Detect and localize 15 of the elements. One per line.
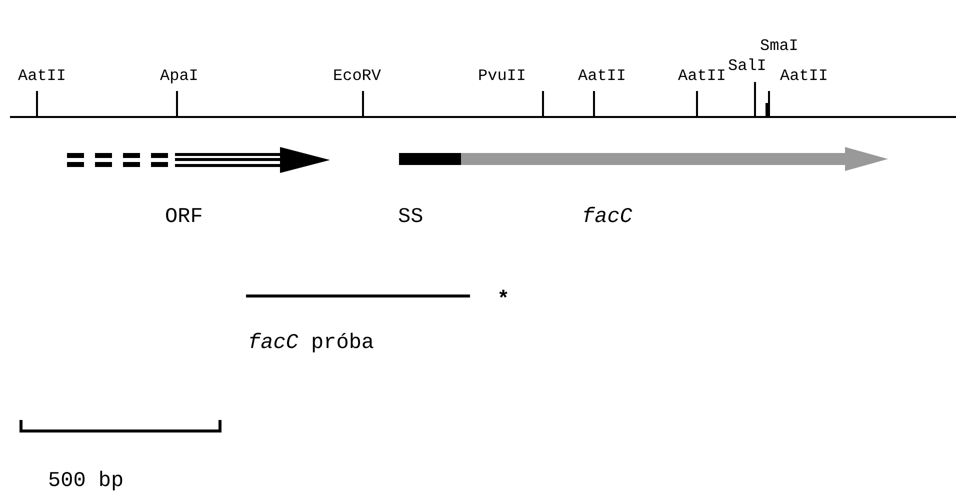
probe-label: facC próba <box>248 333 374 354</box>
restriction-site-label: EcoRV <box>333 68 382 84</box>
signal-sequence-label: SS <box>398 207 424 228</box>
restriction-site-label: PvuII <box>478 68 526 84</box>
gene-label: facC <box>582 207 632 228</box>
orf-label: ORF <box>165 207 203 228</box>
restriction-site-label: SalI <box>728 58 766 74</box>
restriction-site-label: SmaI <box>760 38 798 54</box>
probe-mark: * <box>497 290 510 311</box>
restriction-site-label: AatII <box>578 68 626 84</box>
restriction-site-label: ApaI <box>160 68 198 84</box>
restriction-site-label: AatII <box>780 68 828 84</box>
restriction-site-label: AatII <box>678 68 726 84</box>
restriction-site-label: AatII <box>18 68 66 84</box>
scale-label: 500 bp <box>48 471 124 492</box>
